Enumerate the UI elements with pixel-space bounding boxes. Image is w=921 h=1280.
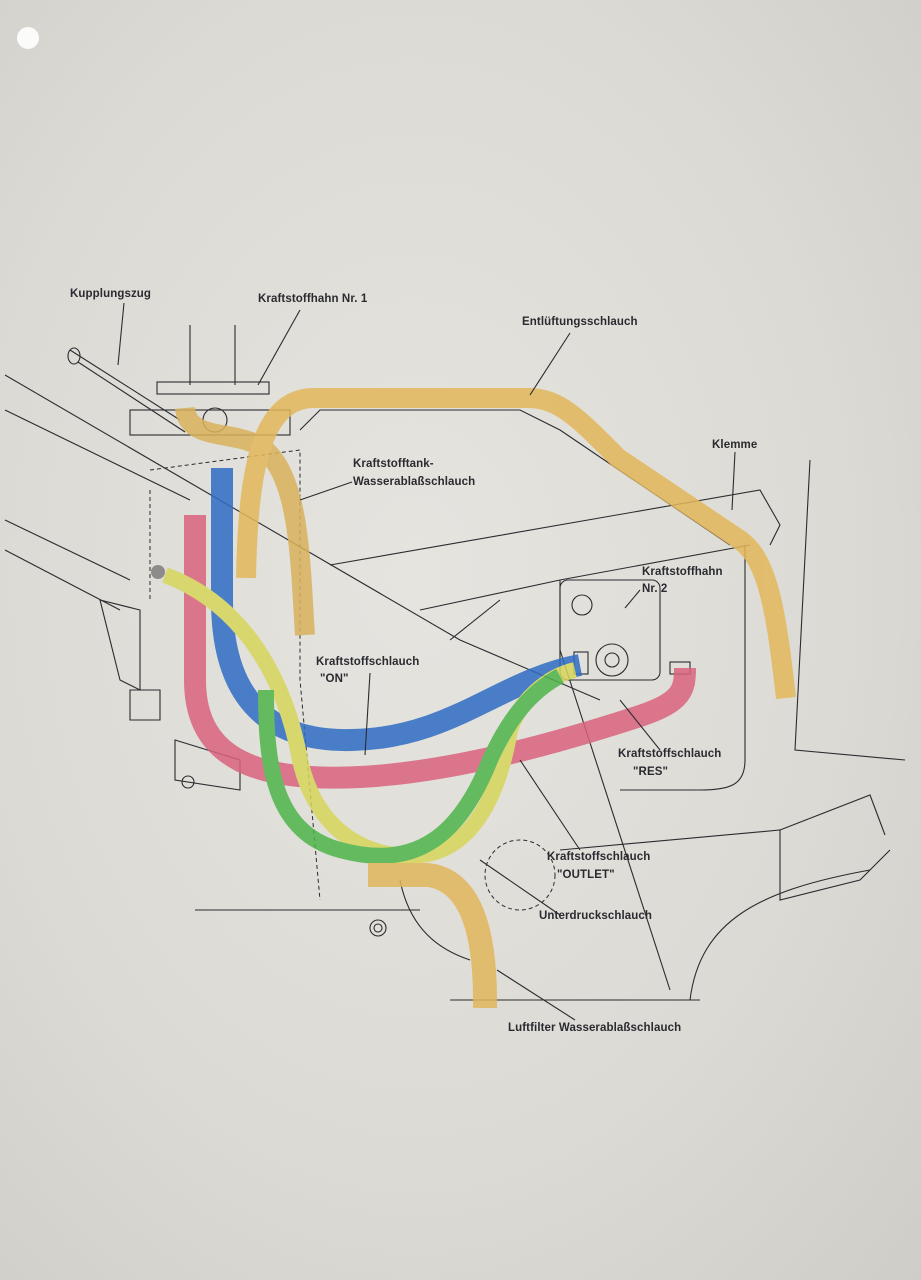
label-unterdruckschlauch: Unterdruckschlauch (539, 910, 652, 922)
label-tank-drain-line1: Kraftstofftank- (353, 458, 434, 470)
label-kraftstoffhahn-1: Kraftstoffhahn Nr. 1 (258, 293, 368, 305)
leader-lines (117, 302, 736, 1021)
label-kraftstoffhahn-2-line2: Nr. 2 (642, 583, 667, 595)
label-res-line1: Kraftstoffschlauch (618, 748, 721, 760)
label-outlet-line1: Kraftstoffschlauch (547, 851, 650, 863)
fuel-hose-res (184, 515, 696, 789)
label-on-line1: Kraftstoffschlauch (316, 656, 419, 668)
label-luftfilter: Luftfilter Wasserablaßschlauch (508, 1022, 681, 1034)
label-res-line2: "RES" (633, 766, 668, 778)
label-kraftstoffhahn-2-line1: Kraftstoffhahn (642, 566, 723, 578)
label-tank-drain-line2: Wasserablaßschlauch (353, 476, 475, 488)
punch-hole (17, 27, 39, 49)
fuel-hose-on (211, 468, 583, 752)
label-on-line2: "ON" (320, 673, 349, 685)
label-outlet-line2: "OUTLET" (557, 869, 615, 881)
label-kupplungszug: Kupplungszug (70, 288, 151, 300)
label-entlueftungsschlauch: Entlüftungsschlauch (522, 316, 638, 328)
vent-hose (236, 388, 796, 700)
air-filter-drain-hose (368, 863, 498, 1009)
label-klemme: Klemme (712, 439, 757, 451)
vacuum-hose (258, 668, 564, 864)
